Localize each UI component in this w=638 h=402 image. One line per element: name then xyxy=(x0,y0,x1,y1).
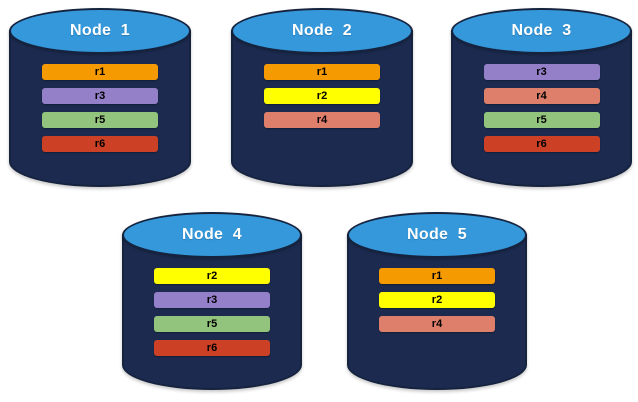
node-label: Node 3 xyxy=(511,22,572,39)
database-node-1[interactable]: Node 1 r1 r3 r5 r6 xyxy=(9,8,191,187)
database-node-2[interactable]: Node 2 r1 r2 r4 xyxy=(231,8,413,187)
cylinder-body xyxy=(347,234,527,390)
replica-bar[interactable]: r1 xyxy=(379,268,495,284)
node-label: Node 1 xyxy=(70,22,130,39)
node-label: Node 4 xyxy=(182,226,242,243)
cylinder-top-ellipse xyxy=(9,8,191,54)
replica-label: r2 xyxy=(316,90,328,102)
node-label: Node 2 xyxy=(292,22,352,39)
replica-list: r1 r2 r4 xyxy=(347,268,527,332)
replica-bar[interactable]: r4 xyxy=(483,88,600,104)
database-node-4[interactable]: Node 4 r2 r3 r5 r6 xyxy=(122,212,302,390)
replica-bar[interactable]: r2 xyxy=(264,88,380,104)
database-node-5[interactable]: Node 5 r1 r2 r4 xyxy=(347,212,527,390)
node-label: Node 5 xyxy=(407,226,467,243)
replica-label: r3 xyxy=(206,294,218,306)
replica-label: r4 xyxy=(431,318,443,330)
replica-label: r1 xyxy=(316,66,328,78)
replica-list: r2 r3 r5 r6 xyxy=(122,268,302,356)
replica-label: r3 xyxy=(94,90,106,102)
replica-label: r3 xyxy=(536,66,547,78)
cylinder-top-ellipse xyxy=(451,8,632,54)
replica-bar[interactable]: r4 xyxy=(264,112,380,128)
replica-list: r1 r2 r4 xyxy=(231,64,413,128)
replica-bar[interactable]: r1 xyxy=(264,64,380,80)
replica-label: r6 xyxy=(206,342,218,354)
replica-list: r3 r4 r5 r6 xyxy=(451,64,632,152)
replica-label: r4 xyxy=(536,90,547,102)
replica-bar[interactable]: r3 xyxy=(483,64,600,80)
replica-label: r6 xyxy=(536,138,547,150)
replica-bar[interactable]: r5 xyxy=(154,316,270,332)
replica-bar[interactable]: r4 xyxy=(379,316,495,332)
replica-bar[interactable]: r3 xyxy=(42,88,158,104)
database-node-3[interactable]: Node 3 r3 r4 r5 r6 xyxy=(451,8,632,187)
replica-bar[interactable]: r2 xyxy=(379,292,495,308)
replica-bar[interactable]: r3 xyxy=(154,292,270,308)
replica-label: r2 xyxy=(431,294,443,306)
cylinder-top-ellipse xyxy=(122,212,302,258)
replica-bar[interactable]: r6 xyxy=(154,340,270,356)
replica-bar[interactable]: r5 xyxy=(42,112,158,128)
replica-label: r5 xyxy=(536,114,547,126)
replica-label: r2 xyxy=(206,270,218,282)
replica-label: r6 xyxy=(94,138,106,150)
cylinder-body xyxy=(451,30,632,187)
replica-label: r5 xyxy=(206,318,218,330)
replica-bar[interactable]: r6 xyxy=(483,136,600,152)
replica-bar[interactable]: r2 xyxy=(154,268,270,284)
replica-list: r1 r3 r5 r6 xyxy=(9,64,191,152)
replica-bar[interactable]: r1 xyxy=(42,64,158,80)
replica-bar[interactable]: r5 xyxy=(483,112,600,128)
cylinder-top-ellipse xyxy=(347,212,527,258)
replica-label: r1 xyxy=(431,270,443,282)
cylinder-body xyxy=(9,30,191,187)
replica-label: r5 xyxy=(94,114,106,126)
replica-bar[interactable]: r6 xyxy=(42,136,158,152)
replica-label: r4 xyxy=(316,114,328,126)
cylinder-top-ellipse xyxy=(231,8,413,54)
cylinder-body xyxy=(231,30,413,187)
replica-label: r1 xyxy=(94,66,106,78)
cylinder-body xyxy=(122,234,302,390)
